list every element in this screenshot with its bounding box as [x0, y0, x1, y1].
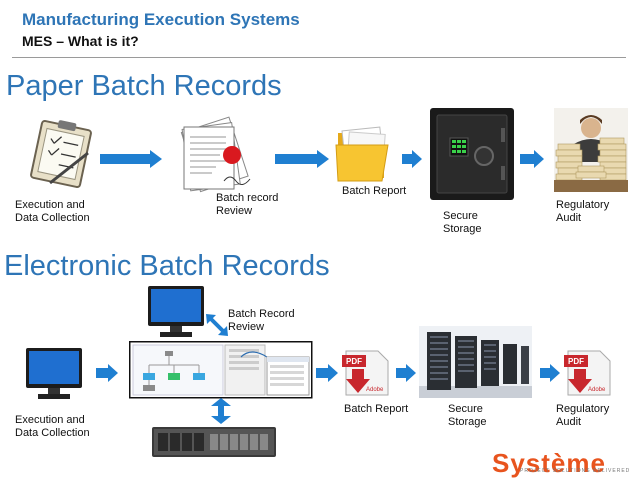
svg-text:Adobe: Adobe	[366, 387, 384, 393]
electronic-audit-label: Regulatory Audit	[556, 403, 610, 428]
arrow-right-icon	[396, 364, 416, 382]
auditor-paper-stack-icon	[554, 108, 628, 192]
electronic-storage-label: Secure Storage	[448, 403, 487, 428]
monitor-icon	[26, 348, 82, 399]
diagonal-double-arrow-icon	[206, 314, 228, 336]
arrow-right-icon	[316, 364, 338, 382]
vertical-double-arrow-icon	[211, 398, 231, 424]
logo-tagline: PROJECT SOLUTIONS DELIVERED	[520, 468, 631, 474]
page-title: Manufacturing Execution Systems	[22, 10, 300, 29]
electronic-report-label: Batch Report	[344, 403, 409, 415]
monitor-icon	[148, 286, 204, 337]
arrow-right-icon	[540, 364, 560, 382]
signed-document-icon	[180, 116, 251, 193]
clipboard-icon	[30, 119, 92, 189]
folder-icon	[335, 126, 389, 182]
electronic-section-heading: Electronic Batch Records	[4, 250, 330, 282]
electronic-review-label: Batch Record Review	[228, 308, 295, 333]
systeme-logo: Système	[492, 448, 606, 478]
svg-text:PDF: PDF	[568, 357, 584, 366]
paper-report-label: Batch Report	[342, 185, 407, 197]
arrow-right-icon	[402, 150, 422, 168]
svg-text:Adobe: Adobe	[588, 387, 606, 393]
page-subtitle: MES – What is it?	[22, 33, 139, 49]
svg-text:PDF: PDF	[346, 357, 362, 366]
arrow-right-icon	[100, 150, 162, 168]
paper-section-heading: Paper Batch Records	[6, 70, 282, 102]
mes-application-screenshot	[129, 341, 313, 399]
rack-server-icon	[152, 427, 276, 457]
paper-audit-label: Regulatory Audit	[556, 199, 610, 224]
pdf-file-icon: PDF Adobe	[564, 350, 611, 396]
data-center-icon	[419, 326, 532, 398]
pdf-file-icon: PDF Adobe	[342, 350, 389, 396]
paper-execution-label: Execution and Data Collection	[15, 199, 90, 224]
paper-review-label: Batch record Review	[216, 192, 279, 217]
header-divider	[12, 57, 626, 58]
arrow-right-icon	[96, 364, 118, 382]
paper-storage-label: Secure Storage	[443, 210, 482, 235]
arrow-right-icon	[275, 150, 329, 168]
electronic-execution-label: Execution and Data Collection	[15, 414, 90, 439]
safe-icon	[430, 108, 514, 200]
arrow-right-icon	[520, 150, 544, 168]
